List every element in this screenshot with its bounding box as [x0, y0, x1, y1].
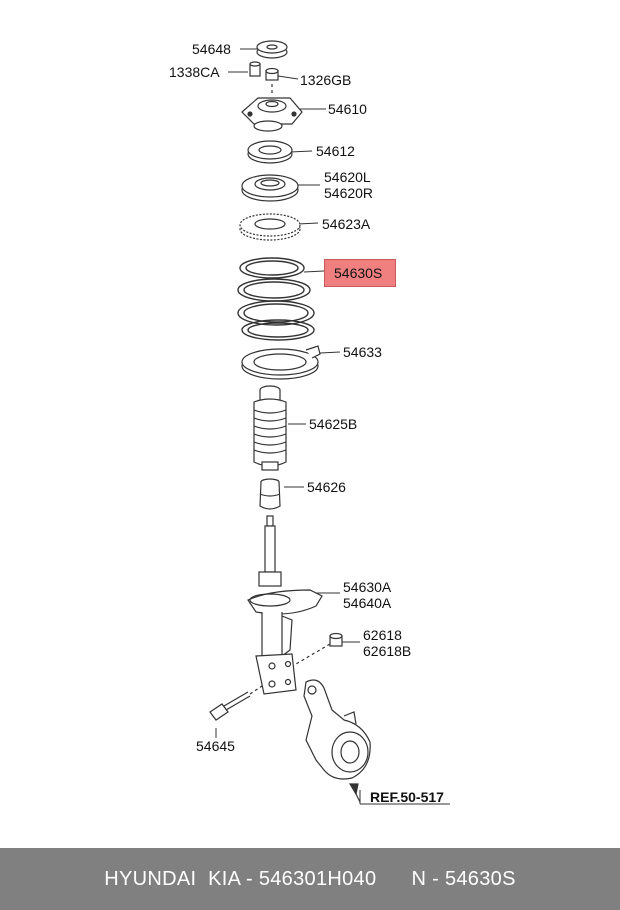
highlighted-part-label[interactable]: 54630S: [324, 259, 396, 287]
label-54625B: 54625B: [309, 416, 358, 432]
part-1338CA-bolt: [249, 61, 261, 77]
part-62618-nut: [295, 632, 343, 665]
label-54630A: 54630A: [343, 579, 392, 595]
label-54612: 54612: [316, 143, 355, 159]
part-54645-bolt: [209, 685, 263, 721]
label-ref-50-517: REF.50-517: [370, 789, 444, 805]
part-54610-mount: [241, 84, 303, 132]
part-54612-bearing: [247, 140, 293, 164]
label-54626: 54626: [307, 479, 346, 495]
label-62618: 62618: [363, 627, 402, 643]
label-1326GB: 1326GB: [300, 72, 352, 88]
label-1338CA: 1338CA: [169, 64, 220, 80]
part-54630A-strut: [247, 515, 323, 695]
footer-separator-1: -: [240, 868, 259, 890]
part-54625B-boot: [253, 385, 287, 471]
footer-gap: N -: [376, 868, 445, 890]
label-54610: 54610: [328, 101, 367, 117]
part-1326GB-nut: [265, 67, 279, 81]
label-54645: 54645: [196, 738, 235, 754]
footer-brand: HYUNDAI KIA: [104, 868, 241, 890]
strut-drawing: [209, 40, 450, 805]
part-54633-pad: [241, 345, 321, 380]
label-54620R: 54620R: [324, 185, 374, 201]
label-54623A: 54623A: [322, 216, 371, 232]
exploded-parts-diagram: 54648 1338CA 1326GB 54610 54612 54620L 5…: [169, 40, 450, 805]
label-54633: 54633: [343, 344, 382, 360]
label-62618B: 62618B: [363, 643, 412, 659]
label-54630S: 54630S: [334, 265, 383, 281]
footer-bar: HYUNDAI KIA - 546301H040 N - 54630S: [0, 848, 620, 910]
footer-part-number: 546301H040: [258, 868, 377, 890]
label-54640A: 54640A: [343, 595, 392, 611]
part-54620-seat: [241, 174, 299, 202]
label-54620L: 54620L: [324, 169, 371, 185]
part-54630S-spring: [237, 257, 315, 341]
part-54623A-pad: [239, 213, 301, 241]
part-54626-bumpstop: [259, 478, 281, 510]
label-54648: 54648: [192, 41, 231, 57]
footer-position-code: 54630S: [444, 868, 516, 890]
part-knuckle: [303, 679, 371, 803]
part-54648-cap: [256, 40, 288, 59]
